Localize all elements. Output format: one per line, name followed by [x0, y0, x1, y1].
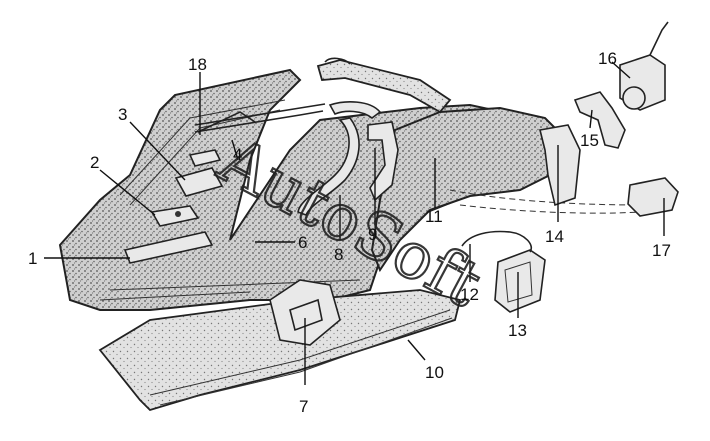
callout-4: 4	[233, 145, 242, 164]
window-frame-tube	[194, 101, 382, 133]
latch-bracket	[174, 111, 256, 197]
callout-12: 12	[460, 285, 479, 304]
curved-tube-part	[297, 117, 360, 217]
callout-14: 14	[545, 227, 564, 246]
floor-end-piece	[494, 249, 546, 313]
corner-bracket	[539, 124, 581, 207]
callout-9: 9	[368, 225, 377, 244]
callout-3: 3	[118, 105, 127, 124]
callout-16: 16	[598, 49, 617, 68]
callout-11: 11	[425, 207, 443, 226]
callout-2: 2	[90, 153, 99, 172]
callout-1: 1	[28, 249, 37, 268]
inner-sill-bracket	[269, 279, 341, 346]
callout-13: 13	[508, 321, 527, 340]
callout-labels: 1 2 3 4 6 7 8 9 10 11 12 13 14 15 16 17 …	[28, 49, 671, 416]
block-part	[627, 177, 679, 217]
callout-17: 17	[652, 241, 671, 260]
callout-7: 7	[299, 397, 308, 416]
support-rod	[461, 230, 532, 253]
hinge-part	[573, 91, 626, 149]
callout-18: 18	[188, 55, 207, 74]
leader-lines	[44, 61, 665, 385]
rocker-panel	[98, 289, 462, 412]
small-bracket	[150, 205, 200, 227]
rear-quarter-panel	[370, 106, 641, 273]
callout-15: 15	[580, 131, 599, 150]
callout-8: 8	[334, 245, 343, 264]
callout-6: 6	[298, 233, 307, 252]
filler-assembly	[619, 21, 669, 111]
roof-rail	[316, 57, 452, 114]
callout-10: 10	[425, 363, 444, 382]
